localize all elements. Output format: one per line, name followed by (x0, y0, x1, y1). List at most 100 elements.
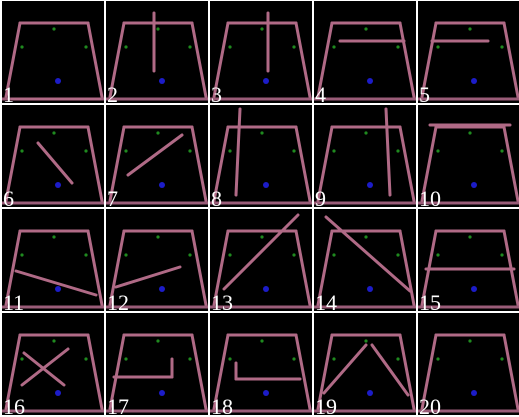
scene-panel: 2 (106, 1, 208, 103)
green-marker (124, 357, 127, 360)
scene-panel: 3 (210, 1, 312, 103)
scene-drawing (210, 209, 312, 311)
blue-agent-dot (159, 78, 165, 84)
frame-right-edge (296, 231, 310, 305)
green-marker (260, 339, 263, 342)
green-marker (124, 149, 127, 152)
barrier-bar (224, 215, 298, 289)
blue-agent-dot (159, 390, 165, 396)
green-marker (188, 45, 191, 48)
scene-drawing (210, 1, 312, 103)
scene-drawing (418, 209, 519, 311)
green-marker (468, 131, 471, 134)
frame-left-edge (422, 335, 436, 409)
green-marker (84, 45, 87, 48)
green-marker (396, 357, 399, 360)
green-marker (332, 253, 335, 256)
blue-agent-dot (263, 390, 269, 396)
scene-drawing (418, 105, 519, 207)
scene-panel: 6 (2, 105, 104, 207)
green-marker (292, 149, 295, 152)
green-marker (156, 131, 159, 134)
frame-right-edge (88, 127, 102, 201)
frame-left-edge (318, 23, 332, 97)
frame-right-edge (192, 335, 206, 409)
green-marker (84, 149, 87, 152)
green-marker (228, 45, 231, 48)
frame-left-edge (318, 335, 332, 409)
blue-agent-dot (471, 78, 477, 84)
green-marker (52, 131, 55, 134)
green-marker (292, 45, 295, 48)
frame-left-edge (6, 23, 20, 97)
green-marker (188, 149, 191, 152)
scene-panel: 7 (106, 105, 208, 207)
green-marker (156, 339, 159, 342)
barrier-bar (324, 345, 366, 393)
scene-panel: 11 (2, 209, 104, 311)
scene-drawing (418, 1, 519, 103)
barrier-bar (22, 349, 68, 385)
green-marker (124, 45, 127, 48)
scene-drawing (314, 209, 416, 311)
frame-right-edge (400, 335, 414, 409)
blue-agent-dot (367, 390, 373, 396)
frame-left-edge (422, 127, 436, 201)
frame-right-edge (400, 127, 414, 201)
green-marker (228, 357, 231, 360)
green-marker (228, 253, 231, 256)
green-marker (84, 357, 87, 360)
frame-left-edge (6, 335, 20, 409)
scene-drawing (106, 313, 208, 415)
scene-panel: 13 (210, 209, 312, 311)
scene-panel: 10 (418, 105, 519, 207)
green-marker (364, 131, 367, 134)
frame-right-edge (400, 231, 414, 305)
scene-drawing (210, 313, 312, 415)
scene-drawing (106, 105, 208, 207)
green-marker (468, 235, 471, 238)
green-marker (436, 45, 439, 48)
frame-left-edge (110, 23, 124, 97)
barrier-bar (116, 267, 180, 287)
scene-drawing (106, 209, 208, 311)
frame-left-edge (318, 127, 332, 201)
scene-panel: 1 (2, 1, 104, 103)
blue-agent-dot (55, 390, 61, 396)
blue-agent-dot (367, 182, 373, 188)
frame-left-edge (110, 127, 124, 201)
green-marker (20, 45, 23, 48)
green-marker (468, 27, 471, 30)
frame-left-edge (422, 23, 436, 97)
green-marker (500, 357, 503, 360)
green-marker (332, 149, 335, 152)
blue-agent-dot (263, 78, 269, 84)
frame-right-edge (296, 335, 310, 409)
scene-drawing (314, 313, 416, 415)
frame-right-edge (192, 23, 206, 97)
blue-agent-dot (471, 390, 477, 396)
green-marker (52, 339, 55, 342)
blue-agent-dot (159, 286, 165, 292)
green-marker (260, 235, 263, 238)
scene-panel: 17 (106, 313, 208, 415)
green-marker (396, 45, 399, 48)
scene-drawing (210, 105, 312, 207)
green-marker (188, 357, 191, 360)
green-marker (84, 253, 87, 256)
scene-panel: 19 (314, 313, 416, 415)
green-marker (156, 27, 159, 30)
scene-panel: 16 (2, 313, 104, 415)
green-marker (20, 357, 23, 360)
frame-left-edge (110, 335, 124, 409)
green-marker (292, 253, 295, 256)
green-marker (20, 149, 23, 152)
green-marker (156, 235, 159, 238)
frame-left-edge (6, 127, 20, 201)
green-marker (500, 149, 503, 152)
frame-left-edge (214, 231, 228, 305)
frame-right-edge (192, 231, 206, 305)
barrier-bar (16, 271, 96, 295)
green-marker (52, 27, 55, 30)
frame-left-edge (214, 127, 228, 201)
